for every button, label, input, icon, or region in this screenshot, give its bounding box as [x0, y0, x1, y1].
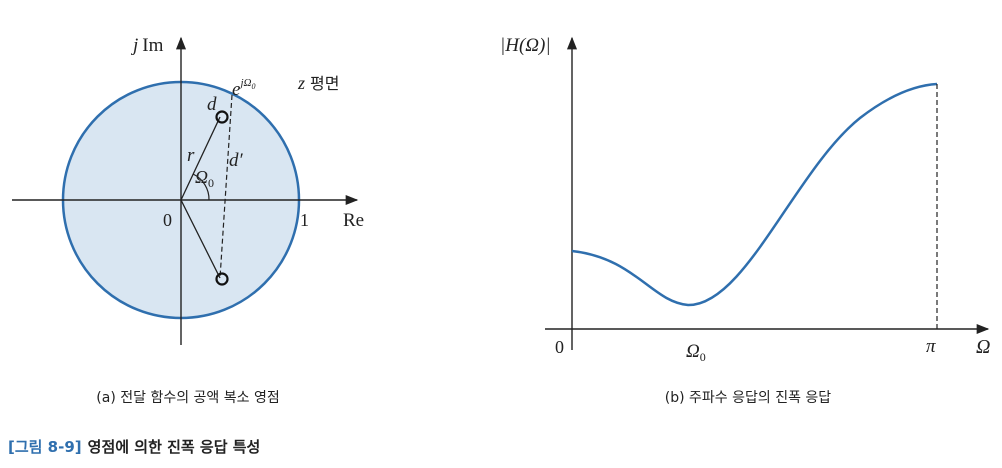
vector-lower	[180, 199, 221, 279]
pi-label: π	[926, 336, 936, 357]
label-r: r	[187, 145, 195, 166]
origin-label: 0	[163, 210, 172, 230]
label-d-prime: d′	[229, 150, 244, 171]
zero-lower-marker	[215, 272, 229, 286]
amplitude-response-plot: |H(Ω)| Ω 0 Ω0 π	[500, 35, 990, 364]
unit-label: 1	[300, 210, 309, 230]
omega0-label: Ω0	[686, 341, 706, 364]
figure-title: 영점에 의한 진폭 응답 특성	[88, 438, 261, 456]
right-origin-label: 0	[555, 337, 564, 357]
caption-b: (b) 주파수 응답의 진폭 응답	[665, 390, 832, 406]
figure-caption: [그림 8-9] 영점에 의한 진폭 응답 특성	[8, 438, 260, 456]
figure-number: [그림 8-9]	[8, 438, 82, 456]
vector-r-upper	[180, 116, 221, 201]
freq-axis-label: Ω	[976, 336, 990, 358]
zero-upper-marker	[215, 110, 229, 124]
point-label: ejΩ0	[232, 77, 255, 100]
angle-label: Ω0	[195, 167, 214, 190]
magnitude-axis-label: |H(Ω)|	[500, 35, 551, 56]
vector-d-prime	[219, 94, 233, 279]
label-d: d	[207, 94, 217, 115]
response-curve	[571, 82, 938, 307]
x-axis-label: Re	[343, 210, 364, 231]
caption-a: (a) 전달 함수의 공액 복소 영점	[96, 390, 279, 406]
angle-arc	[192, 173, 210, 201]
